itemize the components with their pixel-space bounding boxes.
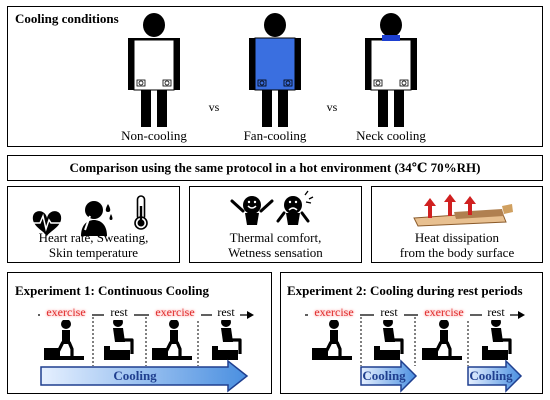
- rest-figure-4: [480, 315, 512, 362]
- physiological-measures-text-2: Skin temperature: [48, 245, 139, 260]
- subjective-measures-text-1: Thermal comfort,: [229, 230, 322, 245]
- exp2-phase-rest-1: rest: [374, 305, 404, 320]
- exp1-phase-rest-1: rest: [104, 305, 134, 320]
- exp1-phase-exercise-2: exercise: [149, 305, 201, 320]
- experiment-1-timeline: [38, 311, 254, 393]
- exercise-figure-1: [42, 317, 86, 362]
- vs-label-2: vs: [326, 100, 338, 114]
- exp2-cooling-label-1: Cooling: [362, 368, 406, 383]
- exp2-phase-exercise-2: exercise: [418, 305, 470, 320]
- wetness-sensation-icon: [276, 190, 314, 225]
- exercise-figure-4: [420, 317, 464, 362]
- rest-figure-1: [102, 315, 134, 362]
- exp1-phase-exercise-1: exercise: [40, 305, 92, 320]
- exp2-phase-exercise-1: exercise: [308, 305, 360, 320]
- subjective-measures-text-2: Wetness sensation: [228, 245, 323, 260]
- cooling-arrow-2: [360, 359, 418, 393]
- heart-rate-icon: [32, 211, 62, 236]
- experiment-2-title: Experiment 2: Cooling during rest period…: [287, 283, 523, 298]
- physiological-measures-text-1: Heart rate, Sweating,: [38, 230, 149, 245]
- condition-non-cooling: Non-cooling: [121, 128, 187, 143]
- thermometer-icon: [134, 195, 148, 230]
- exercise-figure-2: [150, 317, 194, 362]
- heat-dissipation-text-2: from the body surface: [399, 245, 515, 260]
- vs-label-1: vs: [208, 100, 220, 114]
- comparison-text: Comparison using the same protocol in a …: [69, 160, 481, 175]
- rest-figure-2: [210, 315, 242, 362]
- exp1-cooling-label: Cooling: [113, 368, 157, 383]
- exp2-cooling-label-2: Cooling: [469, 368, 513, 383]
- exercise-figure-3: [310, 317, 354, 362]
- non-cooling-figure: [128, 13, 180, 127]
- condition-neck-cooling: Neck cooling: [356, 128, 426, 143]
- neck-cooling-figure: [365, 13, 417, 127]
- cooling-arrow-3: [467, 359, 523, 393]
- heat-dissipation-text-1: Heat dissipation: [414, 230, 500, 245]
- fan-cooling-figure: [249, 13, 301, 127]
- cooling-arrow-1: [40, 359, 249, 393]
- exp1-phase-rest-2: rest: [212, 305, 240, 320]
- sweating-icon: [81, 201, 113, 236]
- rest-figure-3: [372, 315, 404, 362]
- condition-fan-cooling: Fan-cooling: [243, 128, 307, 143]
- cooling-conditions-title: Cooling conditions: [15, 11, 119, 26]
- comparison-panel: [7, 155, 543, 181]
- heat-dissipation-icon: [413, 194, 513, 227]
- subjective-measures-panel: [189, 186, 362, 263]
- experiment-1-title: Experiment 1: Continuous Cooling: [15, 283, 209, 298]
- thermal-comfort-icon: [230, 196, 274, 225]
- exp2-phase-rest-2: rest: [482, 305, 510, 320]
